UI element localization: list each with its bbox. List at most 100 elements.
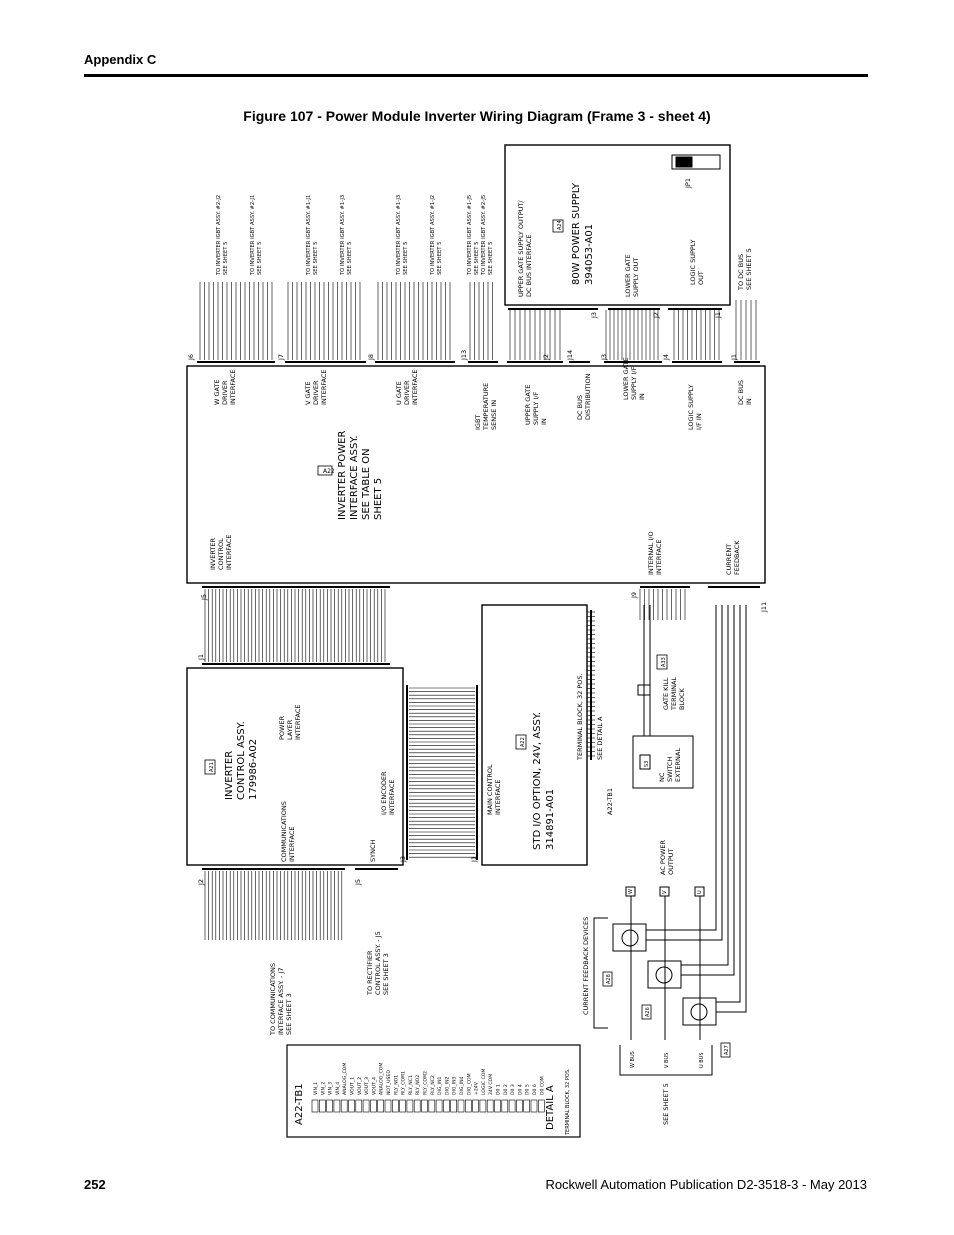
svg-text:INTERFACE: INTERFACE [225,535,233,571]
svg-text:V GATE: V GATE [304,381,312,405]
svg-text:LOWER GATE: LOWER GATE [624,254,632,297]
svg-text:EXTERNAL: EXTERNAL [674,748,682,782]
detail-terminal-label: LOGIC COM [481,1069,487,1095]
detail-terminal-box [326,1099,333,1113]
current-feedback-label: CURRENT FEEDBACK [725,540,741,575]
svg-text:INVERTER POWER: INVERTER POWER [337,431,348,520]
detail-terminal-box [479,1099,487,1113]
detail-terminal-box [428,1099,436,1113]
svg-text:TO INVERTER IGBT ASSY. #2-J2: TO INVERTER IGBT ASSY. #2-J2 [216,195,222,276]
detail-terminal-label: 24V COM [488,1074,494,1095]
svg-text:SEE SHEET 5: SEE SHEET 5 [223,242,229,275]
svg-text:U: U [697,890,703,894]
sensor-tags: A28 A26 A27 [602,971,731,1058]
detail-terminal-box [501,1099,509,1113]
detail-terminal-box [311,1099,319,1113]
detail-terminal-box [413,1099,421,1113]
detail-terminal-label: D0 3 [510,1084,516,1095]
svg-text:TO INVERTER IGBT ASSY. #2-J1: TO INVERTER IGBT ASSY. #2-J1 [250,195,256,276]
svg-text:INTERFACE: INTERFACE [294,705,302,741]
svg-text:TO INVERTER IGBT ASSY. #2-J5: TO INVERTER IGBT ASSY. #2-J5 [481,195,487,276]
svg-text:SEE SHEET 5: SEE SHEET 5 [437,242,443,275]
bus-labels: W BUS V BUS U BUS [630,1051,705,1068]
detail-terminal-box [370,1099,377,1113]
svg-text:J6: J6 [187,354,195,361]
svg-text:W: W [628,889,634,894]
detail-terminal-label: VIN_1 [313,1082,319,1095]
svg-text:J3: J3 [600,354,608,361]
svg-text:SEE SHEET 5: SEE SHEET 5 [745,248,753,290]
svg-text:314891-A01: 314891-A01 [545,789,556,850]
detail-terminal-label: D0 2 [503,1084,509,1095]
svg-text:FEEDBACK: FEEDBACK [733,540,741,575]
detail-terminal-label: ANALOG_COM [379,1063,385,1095]
power-interface-board [186,365,766,584]
ref-inv-igbt-w: TO INVERTER IGBT ASSY. #2-J2 SEE SHEET 5… [216,195,263,276]
svg-text:TO INVERTER IGBT ASSY. #1-J2: TO INVERTER IGBT ASSY. #1-J2 [430,195,436,276]
svg-text:DC BUS: DC BUS [737,380,745,405]
power-layer-label: POWER LAYER INTERFACE [278,705,302,741]
svg-text:INTERNAL I/O: INTERNAL I/O [647,531,655,575]
svg-text:JP1: JP1 [684,178,692,189]
u-gate-label: U GATE DRIVER INTERFACE [395,370,419,406]
detail-terminal-box [406,1099,414,1113]
detail-terminal-label: RLY_NO2 [415,1075,421,1095]
detail-terminal-box [399,1099,406,1113]
svg-text:NC: NC [658,772,666,782]
power-interface-tag: A22 [323,468,335,475]
svg-text:AC POWER: AC POWER [659,839,667,875]
comm-interface-label: COMMUNICATIONS INTERFACE [280,801,296,862]
svg-text:J5: J5 [200,594,208,601]
svg-text:INTERFACE: INTERFACE [288,827,296,863]
detail-terminal-box [523,1099,531,1113]
svg-text:SUPPLY I/F: SUPPLY I/F [630,366,638,400]
nc-switch-tag: S3 [644,761,650,767]
page-number: 252 [84,1177,106,1192]
ref-inv-igbt-v: TO INVERTER IGBT ASSY. #1-J1 SEE SHEET 5… [306,195,353,276]
svg-text:J2: J2 [652,312,660,319]
power-interface-connectors: J6 J7 J8 J13 J2 J14 J3 J4 J1 J5 J9 J11 [187,350,768,613]
detail-terminal-box [355,1099,363,1113]
svg-text:SWITCH: SWITCH [666,756,674,782]
svg-text:DRIVER: DRIVER [221,380,229,405]
lower-gate-label: LOWER GATE SUPPLY I/F IN [622,357,646,400]
svg-text:W BUS: W BUS [630,1051,636,1068]
svg-text:J7: J7 [277,354,285,361]
ac-power-label: AC POWER OUTPUT [659,839,675,875]
svg-text:SEE SHEET 3: SEE SHEET 3 [285,993,293,1035]
svg-text:J3: J3 [399,856,407,863]
detail-terminal-box [362,1099,370,1113]
svg-text:I/F IN: I/F IN [695,413,703,430]
nc-switch-label: NC SWITCH EXTERNAL [658,748,682,782]
svg-text:CONTROL ASSY. - J5: CONTROL ASSY. - J5 [374,931,382,995]
detail-a-title: DETAIL A [545,1085,556,1130]
svg-text:DETAIL A: DETAIL A [545,1085,556,1130]
svg-text:IGBT: IGBT [474,415,482,430]
inverter-control-box [186,667,404,866]
svg-text:COMMUNICATIONS: COMMUNICATIONS [280,801,288,862]
svg-text:INTERFACE: INTERFACE [229,370,237,406]
svg-text:SEE SHEET 5: SEE SHEET 5 [488,242,494,275]
ac-phase-labels: W V U [628,889,703,894]
detail-terminal-label: +24V [474,1081,480,1095]
detail-terminal-label: NOT_USED [386,1070,392,1095]
svg-text:UPPER GATE SUPPLY OUTPUT/: UPPER GATE SUPPLY OUTPUT/ [517,200,525,297]
power-supply-box [504,144,731,306]
detail-terminal-box [318,1099,326,1113]
tb-label: A22-TB1 [606,788,614,815]
svg-text:INVERTER: INVERTER [224,751,235,800]
svg-text:J8: J8 [367,354,375,361]
detail-terminal-label: D0 4 [517,1084,523,1095]
detail-terminal-label: VOUT_1 [350,1077,356,1095]
svg-text:SEE SHEET 5: SEE SHEET 5 [474,242,480,275]
inverter-control-interface-label: INVERTER CONTROL INTERFACE [209,535,233,571]
dc-bus-dist-label: DC BUS DISTRIBUTION [576,373,592,420]
svg-text:DC BUS: DC BUS [576,395,584,420]
svg-text:TO INVERTER IGBT ASSY. #1-J3: TO INVERTER IGBT ASSY. #1-J3 [396,195,402,276]
detail-terminal-label: D0 6 [532,1084,538,1095]
svg-text:BLOCK: BLOCK [678,687,686,710]
detail-terminal-label: RLY_NO1 [393,1075,399,1095]
detail-terminal-label: VIN_3 [328,1082,334,1095]
svg-text:SUPPLY I/F: SUPPLY I/F [532,391,540,425]
